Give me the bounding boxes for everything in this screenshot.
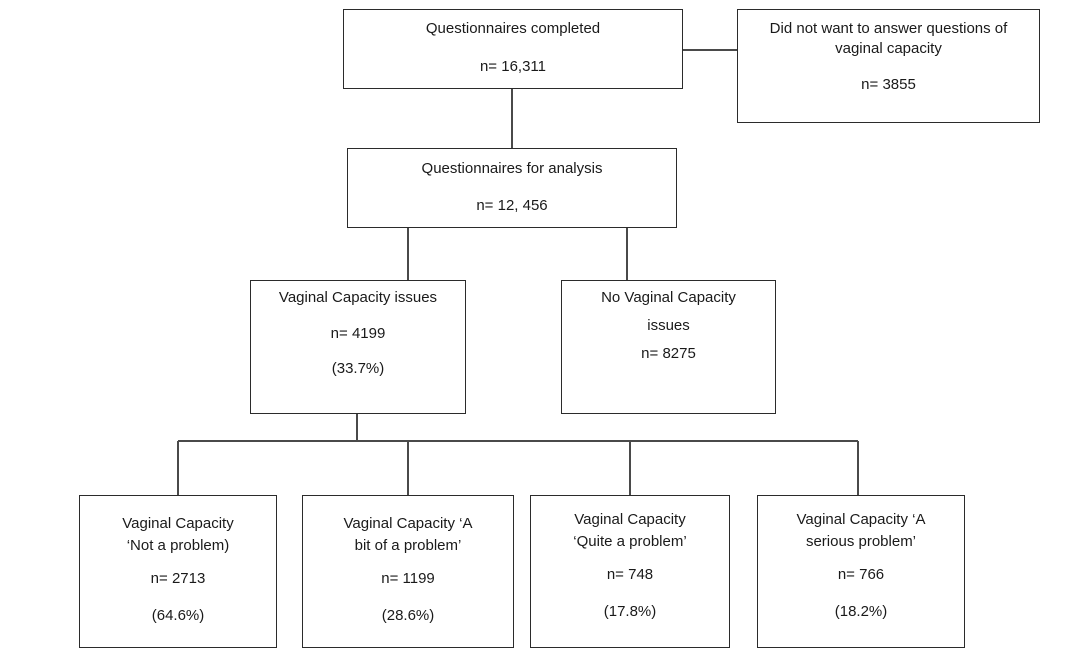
serious-problem-title-line2: serious problem’ xyxy=(805,533,917,550)
quite-problem-title-line2: ‘Quite a problem’ xyxy=(573,533,687,550)
bit-problem-title-line1: Vaginal Capacity ‘A xyxy=(343,515,473,532)
bit-problem-percent: (28.6%) xyxy=(381,607,435,624)
serious-problem-count: n= 766 xyxy=(837,566,885,583)
not-problem-title-line2: ‘Not a problem) xyxy=(126,537,230,554)
no-issues-title-line2: issues xyxy=(647,317,690,334)
not-problem-count: n= 2713 xyxy=(150,570,206,587)
no-issues-title-line1: No Vaginal Capacity xyxy=(601,289,736,306)
quite-problem-percent: (17.8%) xyxy=(603,603,657,620)
analysis-title: Questionnaires for analysis xyxy=(421,160,603,177)
box-a-serious-problem: Vaginal Capacity ‘A serious problem’ n= … xyxy=(757,495,965,648)
quite-problem-title-line1: Vaginal Capacity xyxy=(574,511,686,528)
box-vaginal-capacity-issues: Vaginal Capacity issues n= 4199 (33.7%) xyxy=(250,280,466,414)
serious-problem-title-line1: Vaginal Capacity ‘A xyxy=(796,511,926,528)
box-quite-a-problem: Vaginal Capacity ‘Quite a problem’ n= 74… xyxy=(530,495,730,648)
box-a-bit-of-a-problem: Vaginal Capacity ‘A bit of a problem’ n=… xyxy=(302,495,514,648)
excluded-count: n= 3855 xyxy=(861,76,916,93)
box-not-a-problem: Vaginal Capacity ‘Not a problem) n= 2713… xyxy=(79,495,277,648)
box-excluded: Did not want to answer questions of vagi… xyxy=(737,9,1040,123)
bit-problem-title-line2: bit of a problem’ xyxy=(354,537,462,554)
completed-title: Questionnaires completed xyxy=(425,20,601,37)
analysis-count: n= 12, 456 xyxy=(476,197,548,214)
issues-percent: (33.7%) xyxy=(331,360,385,377)
excluded-title-line2: vaginal capacity xyxy=(835,40,942,57)
serious-problem-percent: (18.2%) xyxy=(834,603,888,620)
completed-count: n= 16,311 xyxy=(479,58,547,75)
issues-title: Vaginal Capacity issues xyxy=(278,289,438,306)
box-questionnaires-completed: Questionnaires completed n= 16,311 xyxy=(343,9,683,89)
no-issues-count: n= 8275 xyxy=(641,345,696,362)
quite-problem-count: n= 748 xyxy=(606,566,654,583)
excluded-title-line1: Did not want to answer questions of xyxy=(769,20,1008,37)
box-no-vaginal-capacity-issues: No Vaginal Capacity issues n= 8275 xyxy=(561,280,776,414)
not-problem-percent: (64.6%) xyxy=(151,607,205,624)
not-problem-title-line1: Vaginal Capacity xyxy=(122,515,234,532)
box-questionnaires-analysis: Questionnaires for analysis n= 12, 456 xyxy=(347,148,677,228)
issues-count: n= 4199 xyxy=(330,325,386,342)
bit-problem-count: n= 1199 xyxy=(381,570,435,587)
